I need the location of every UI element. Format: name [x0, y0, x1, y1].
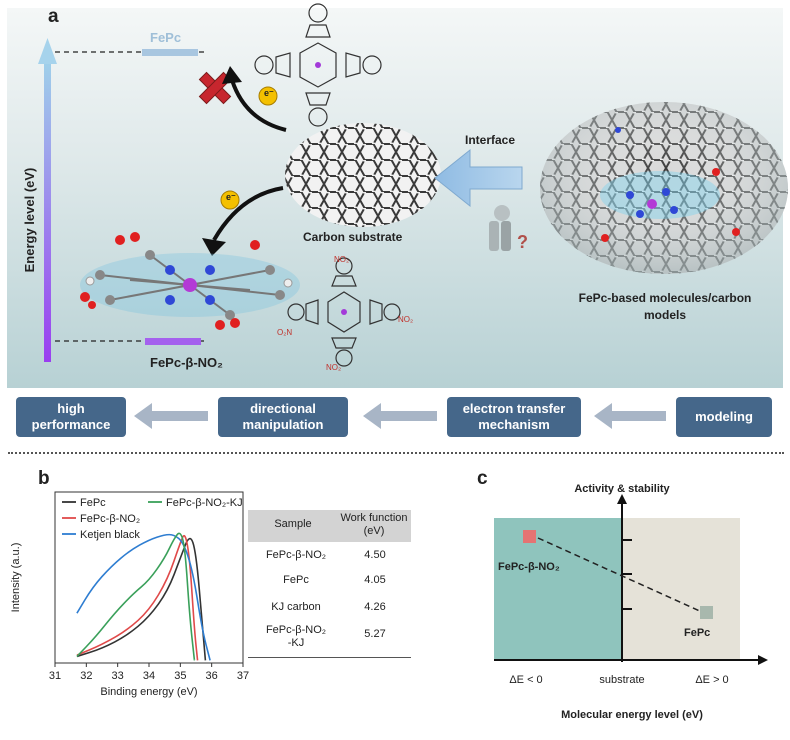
- series-line-ketjen-black: [76, 533, 211, 661]
- electron-label-top: e⁻: [264, 88, 274, 98]
- fepc-molecule-icon: [254, 3, 382, 127]
- electron-icon-bottom: [220, 190, 240, 210]
- question-person-icon: [489, 205, 511, 251]
- upward-electron-arrow: [230, 79, 287, 132]
- flow-box-modeling: modeling: [676, 397, 772, 437]
- x-tick-label: 34: [143, 670, 155, 682]
- no2-label-top: NO₂: [334, 255, 349, 264]
- x-tick-label: 33: [112, 670, 124, 682]
- question-mark-icon: ?: [517, 232, 528, 252]
- table-row-value: 4.05: [364, 574, 386, 586]
- x-tick-label: 36: [206, 670, 218, 682]
- tick-mid-label: substrate: [599, 674, 644, 686]
- panel-c-title: Activity & stability: [574, 483, 670, 495]
- energy-axis-label: Energy level (eV): [22, 167, 37, 273]
- no2-label-bottom: NO₂: [326, 363, 341, 372]
- electron-label-bottom: e⁻: [226, 192, 236, 202]
- panel-c-letter: c: [477, 468, 488, 489]
- x-tick-label: 37: [237, 670, 249, 682]
- horizontal-axis-arrowhead: [758, 655, 768, 665]
- blocked-transfer-icon: [198, 71, 232, 105]
- table-row-value: 4.50: [364, 549, 386, 561]
- point-fepc-no2: [523, 530, 536, 543]
- left-region: [494, 518, 622, 660]
- energy-axis-bar: [44, 62, 51, 362]
- table-header-work-function: Work function (eV): [340, 512, 408, 537]
- fepc-level-bar: [142, 49, 198, 56]
- x-tick-label: 31: [49, 670, 61, 682]
- models-label-line2: models: [643, 308, 686, 322]
- downward-arrowhead: [202, 238, 226, 256]
- table-row-value: 5.27: [364, 628, 386, 640]
- upward-arrowhead: [222, 66, 242, 84]
- flow-arrows: [134, 403, 666, 429]
- series-line-fepc-no-: [76, 534, 199, 661]
- right-region: [622, 518, 740, 660]
- table-row-value: 4.26: [364, 601, 386, 613]
- table-row-sample: KJ carbon: [271, 601, 321, 613]
- fepc-no2-3d-molecule: [80, 232, 300, 330]
- table-bottom-rule: [248, 657, 411, 658]
- series-line-fepc: [76, 537, 207, 661]
- interface-arrow: [434, 148, 523, 208]
- tick-left-label: ΔE < 0: [509, 674, 542, 686]
- fepc-level-label: FePc: [150, 30, 182, 45]
- downward-electron-arrow: [212, 186, 284, 242]
- x-axis-label: Binding energy (eV): [100, 686, 197, 698]
- legend-label: Ketjen black: [80, 529, 140, 541]
- x-tick-label: 32: [80, 670, 92, 682]
- x-tick-label: 35: [174, 670, 186, 682]
- fepc-no2-2d-structure: [287, 257, 401, 367]
- section-divider: [8, 452, 784, 454]
- legend-label: FePc-β-NO₂: [80, 513, 140, 525]
- series-line-fepc-no-kj: [76, 532, 196, 661]
- y-axis-label: Intensity (a.u.): [10, 543, 22, 613]
- fepc-no2-level-bar: [145, 338, 201, 345]
- panel-b-letter: b: [38, 468, 50, 489]
- fepc-no2-level-label: FePc-β-NO₂: [150, 355, 223, 370]
- vertical-axis-arrowhead: [617, 494, 627, 504]
- model-molecule-overlay: [600, 127, 740, 242]
- o2n-label-left: O₂N: [277, 328, 292, 337]
- legend-label: FePc-β-NO₂-KJ: [166, 497, 243, 509]
- point-fepc-no2-label: FePc-β-NO₂: [498, 561, 560, 573]
- panel-a-illustration: NO₂ NO₂ O₂N NO₂ ?: [38, 3, 788, 372]
- flow-arrow-3: [594, 403, 666, 429]
- panel-c-xlabel: Molecular energy level (eV): [561, 709, 703, 721]
- panel-c-diagram: Activity & stability FePc-β-NO₂ FePc ΔE …: [494, 483, 768, 721]
- interface-label: Interface: [465, 133, 516, 147]
- carbon-substrate-label: Carbon substrate: [303, 230, 403, 244]
- panel-a-letter: a: [48, 6, 59, 27]
- table-row-sample: FePc-β-NO₂-KJ: [265, 624, 327, 649]
- flow-arrow-2: [363, 403, 437, 429]
- no2-label-right: NO₂: [398, 315, 413, 324]
- table-row-sample: FePc: [283, 574, 309, 586]
- models-label-line1: FePc-based molecules/carbon: [578, 291, 752, 305]
- legend-label: FePc: [80, 497, 106, 509]
- table-header-bg: [248, 510, 411, 542]
- flow-arrow-1: [134, 403, 208, 429]
- point-fepc: [700, 606, 713, 619]
- tick-right-label: ΔE > 0: [695, 674, 728, 686]
- energy-axis-arrowhead: [38, 38, 57, 64]
- table-header-sample: Sample: [274, 518, 312, 530]
- models-label: FePc-based molecules/carbon models: [550, 290, 780, 324]
- table-row-sample: FePc-β-NO₂: [265, 549, 327, 561]
- point-fepc-label: FePc: [684, 627, 710, 639]
- electron-icon-top: [258, 86, 278, 106]
